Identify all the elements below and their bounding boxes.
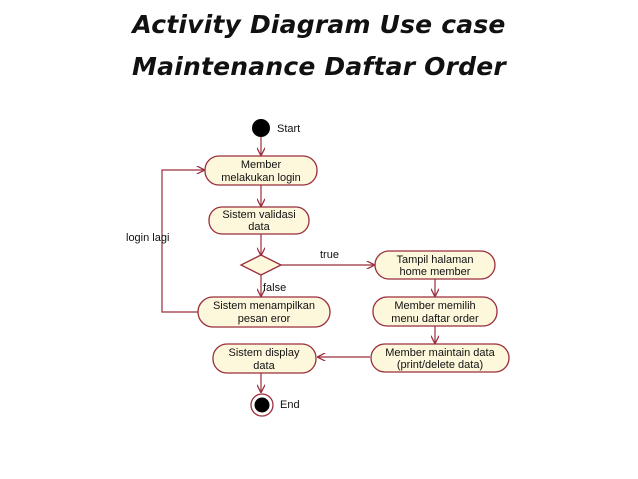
activity-shape bbox=[374, 250, 496, 280]
edge-label-login-lagi: login lagi bbox=[126, 232, 169, 244]
activity-label-line-2: melakukan login bbox=[221, 172, 301, 184]
activity-label-line-2: pesan eror bbox=[238, 313, 291, 325]
diagram-title-line-2: Maintenance Daftar Order bbox=[132, 52, 506, 81]
start-label: Start bbox=[277, 123, 300, 135]
edges bbox=[161, 137, 435, 392]
end-node bbox=[250, 393, 274, 417]
activity-member-memilih: Member memilih menu daftar order bbox=[372, 296, 498, 327]
activity-member-maintain: Member maintain data (print/delete data) bbox=[370, 343, 510, 373]
activity-label-line-2: menu daftar order bbox=[391, 313, 479, 325]
activity-label-line-2: data bbox=[253, 360, 275, 372]
activity-tampil-home: Tampil halaman home member bbox=[374, 250, 496, 280]
edge-label-false: false bbox=[263, 282, 286, 294]
activity-label-line-1: Member bbox=[241, 159, 282, 171]
activity-label-line-1: Member maintain data bbox=[385, 347, 495, 359]
activity-label-line-2: home member bbox=[400, 266, 471, 278]
activity-shape bbox=[212, 343, 317, 374]
diagram-title-line-1: Activity Diagram Use case bbox=[132, 10, 506, 39]
activity-label-line-1: Tampil halaman bbox=[396, 254, 473, 266]
activity-label-line-2: (print/delete data) bbox=[397, 359, 483, 371]
activity-sistem-validasi: Sistem validasi data bbox=[208, 206, 310, 235]
activity-label-line-1: Sistem menampilkan bbox=[213, 300, 315, 312]
activity-shape bbox=[372, 296, 498, 327]
activity-label-line-1: Member memilih bbox=[394, 300, 475, 312]
end-label: End bbox=[280, 399, 300, 411]
activity-label-line-1: Sistem validasi bbox=[222, 209, 295, 221]
activity-shape bbox=[370, 343, 510, 373]
activity-shape bbox=[208, 206, 310, 235]
edge-label-true: true bbox=[320, 249, 339, 261]
activity-label-line-2: data bbox=[248, 221, 270, 233]
activity-shape bbox=[204, 155, 318, 186]
activity-label-line-1: Sistem display bbox=[229, 347, 300, 359]
end-node-core bbox=[254, 397, 270, 413]
start-node bbox=[252, 119, 270, 137]
decision-diamond bbox=[239, 254, 283, 276]
edge-login-lagi bbox=[161, 170, 204, 313]
activity-sistem-pesan-eror: Sistem menampilkan pesan eror bbox=[197, 296, 331, 328]
activity-member-login: Member melakukan login bbox=[204, 155, 318, 186]
activity-shape bbox=[197, 296, 331, 328]
activity-sistem-display: Sistem display data bbox=[212, 343, 317, 374]
